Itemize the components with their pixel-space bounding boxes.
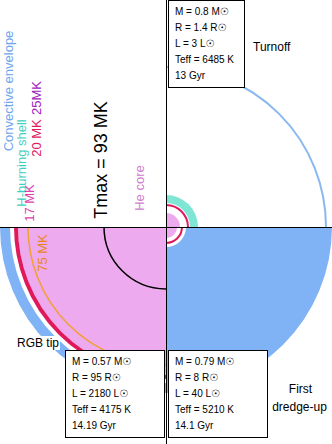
star-parameter: L = 3 L☉ bbox=[175, 36, 238, 52]
h-burning-shell bbox=[166, 195, 198, 227]
star-parameter: L = 40 L☉ bbox=[175, 386, 261, 402]
quadrant-divider bbox=[0, 227, 332, 228]
star-parameter: R = 95 R☉ bbox=[72, 370, 158, 386]
star-parameter: Teff = 6485 K bbox=[175, 52, 238, 68]
star-parameter: 14.1 Gyr bbox=[175, 418, 261, 434]
star-parameter: M = 0.57 M☉ bbox=[72, 354, 158, 370]
he-core bbox=[166, 213, 180, 227]
star-parameter: M = 0.8 M☉ bbox=[175, 4, 238, 20]
star-parameter: 14.19 Gyr bbox=[72, 418, 158, 434]
region-label: 75 MK bbox=[36, 234, 50, 272]
star-parameter: R = 1.4 R☉ bbox=[175, 20, 238, 36]
star-parameter: M = 0.79 M☉ bbox=[175, 354, 261, 370]
phase-heading: First dredge-up bbox=[272, 382, 328, 414]
star-info-box: M = 0.57 M☉R = 95 R☉L = 2180 L☉Teff = 41… bbox=[65, 350, 165, 438]
gap-ring bbox=[166, 203, 190, 227]
shell-ring bbox=[166, 227, 182, 243]
phase-heading: Turnoff bbox=[252, 40, 291, 54]
star-parameter: L = 2180 L☉ bbox=[72, 386, 158, 402]
star-parameter: Teff = 5210 K bbox=[175, 402, 261, 418]
region-label: 25MK bbox=[30, 81, 44, 115]
region-label: Tmax = 93 MK bbox=[92, 101, 112, 219]
star-parameter: 13 Gyr bbox=[175, 68, 238, 84]
phase-heading: RGB tip bbox=[16, 336, 60, 350]
region-label: 20 MK bbox=[30, 119, 44, 157]
star-parameter: R = 8 R☉ bbox=[175, 370, 261, 386]
he-core bbox=[166, 227, 177, 238]
star-info-box: M = 0.8 M☉R = 1.4 R☉L = 3 L☉Teff = 6485 … bbox=[168, 0, 245, 88]
envelope-outline bbox=[166, 67, 326, 227]
region-label: 17 MK bbox=[23, 184, 37, 222]
quadrant-divider bbox=[166, 0, 167, 444]
star-parameter: Teff = 4175 K bbox=[72, 402, 158, 418]
gap-ring bbox=[166, 227, 186, 247]
region-label: He core bbox=[133, 165, 147, 211]
shell-ring bbox=[166, 205, 188, 227]
star-info-box: M = 0.79 M☉R = 8 R☉L = 40 L☉Teff = 5210 … bbox=[168, 350, 268, 438]
tmax-arc bbox=[104, 227, 166, 289]
